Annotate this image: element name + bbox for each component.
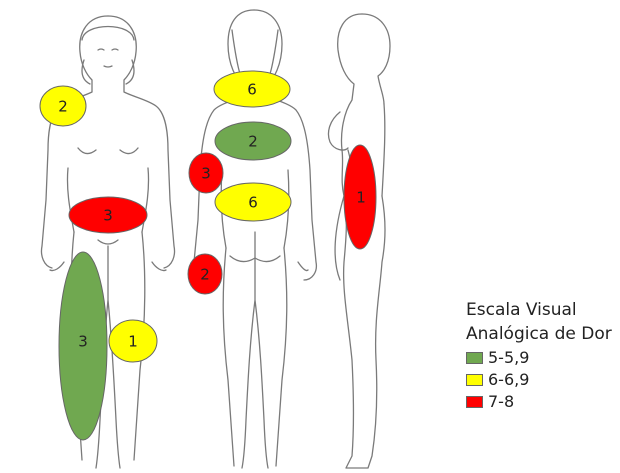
- pain-score: 2: [200, 266, 210, 284]
- front-body-outline: [41, 16, 174, 468]
- legend-swatch-red: [466, 396, 483, 408]
- pain-region-back-lower: 6: [215, 183, 291, 221]
- legend-swatch-green: [466, 352, 483, 364]
- pain-score: 3: [78, 333, 88, 351]
- legend-label: 7-8: [488, 392, 514, 411]
- legend-title-line2: Analógica de Dor: [466, 322, 612, 346]
- pain-score: 1: [128, 333, 138, 351]
- legend-title-line1: Escala Visual: [466, 298, 612, 322]
- legend-item-yellow: 6-6,9: [466, 369, 612, 390]
- pain-region-back-upper: 6: [214, 71, 290, 107]
- legend-item-green: 5-5,9: [466, 347, 612, 368]
- pain-region-back-mid: 2: [215, 122, 291, 160]
- pain-region-back-hip: 2: [188, 254, 222, 294]
- legend-item-red: 7-8: [466, 391, 612, 412]
- legend-label: 6-6,9: [488, 370, 529, 389]
- pain-score: 2: [248, 133, 258, 151]
- legend-swatch-yellow: [466, 374, 483, 386]
- pain-scale-legend: Escala Visual Analógica de Dor 5-5,9 6-6…: [466, 298, 612, 412]
- pain-region-side-abdomen: 1: [344, 145, 376, 249]
- pain-score: 3: [201, 165, 211, 183]
- pain-region-front-right-thigh: 3: [59, 252, 107, 440]
- pain-region-front-abdomen: 3: [69, 197, 147, 233]
- pain-score: 6: [247, 81, 257, 99]
- pain-region-front-left-thigh: 1: [109, 320, 157, 362]
- pain-score: 6: [248, 194, 258, 212]
- pain-score: 1: [356, 189, 366, 207]
- pain-region-back-flank: 3: [189, 153, 223, 193]
- legend-label: 5-5,9: [488, 348, 529, 367]
- pain-region-front-shoulder: 2: [40, 86, 86, 126]
- pain-score: 2: [58, 98, 68, 116]
- pain-score: 3: [103, 207, 113, 225]
